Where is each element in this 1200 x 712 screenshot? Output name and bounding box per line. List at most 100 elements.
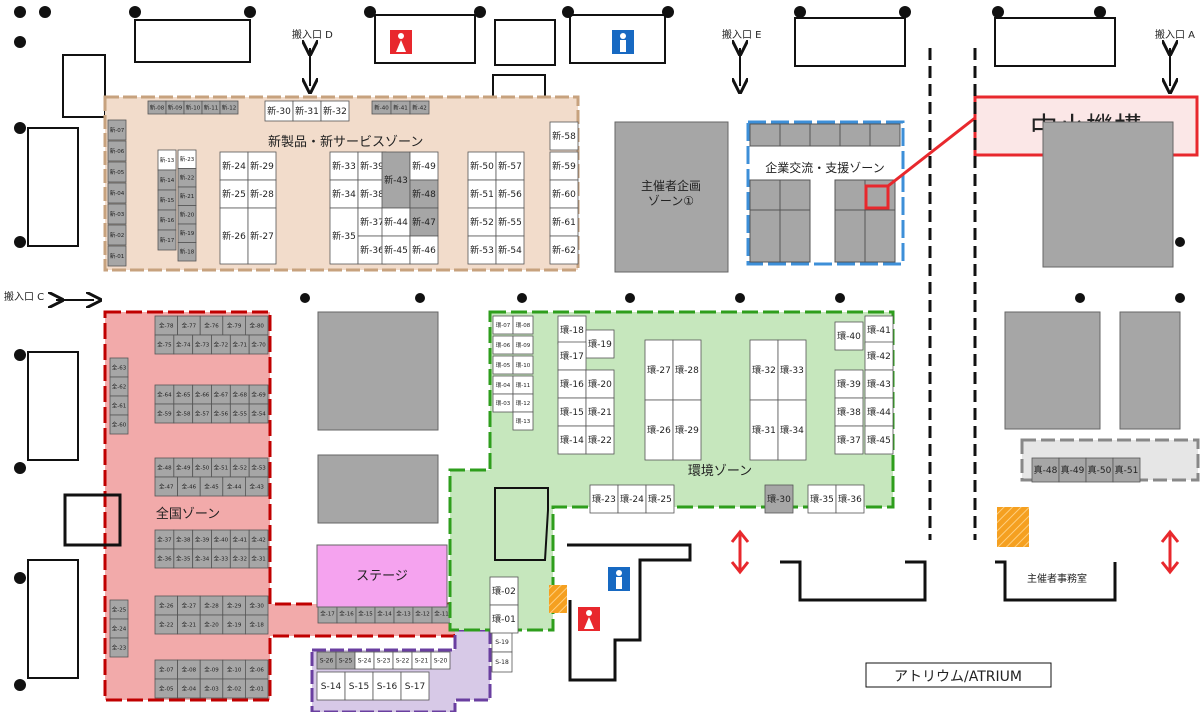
booth-label: 全-22 (159, 620, 173, 628)
booth-label: S-15 (349, 682, 369, 692)
booth[interactable] (107, 224, 127, 246)
booth[interactable] (585, 425, 615, 455)
booth[interactable] (1112, 457, 1141, 483)
booth[interactable] (244, 476, 269, 497)
booth[interactable] (585, 329, 615, 359)
booth[interactable] (777, 399, 807, 461)
booth[interactable] (467, 235, 497, 265)
booth[interactable] (495, 179, 525, 209)
booth[interactable] (672, 339, 702, 401)
booth[interactable] (357, 151, 387, 181)
booth[interactable] (549, 235, 579, 265)
booth[interactable] (381, 207, 411, 237)
booth[interactable] (219, 100, 239, 115)
booth[interactable] (409, 151, 439, 181)
booth[interactable] (107, 140, 127, 162)
booth[interactable] (835, 484, 865, 514)
booth[interactable] (645, 484, 675, 514)
booth[interactable] (409, 100, 430, 115)
booth[interactable] (489, 576, 519, 606)
booth[interactable] (248, 403, 269, 424)
booth[interactable] (585, 369, 615, 399)
booth-label: 全-04 (182, 684, 197, 692)
booth[interactable] (409, 235, 439, 265)
booth[interactable] (320, 100, 350, 122)
booth-label: 環-21 (588, 407, 612, 418)
booth[interactable] (557, 397, 587, 427)
booth[interactable] (409, 179, 439, 209)
chusho-booth-highlight[interactable] (864, 184, 890, 210)
booth[interactable] (491, 651, 513, 673)
booth[interactable] (109, 414, 129, 435)
booth[interactable] (109, 637, 129, 658)
booth[interactable] (157, 229, 177, 251)
booth[interactable] (557, 369, 587, 399)
booth-label: 全-32 (233, 554, 247, 562)
booth[interactable] (372, 671, 402, 701)
booth-label: 全-42 (251, 535, 265, 543)
booth[interactable] (248, 334, 269, 355)
booth[interactable] (749, 339, 779, 401)
booth[interactable] (177, 242, 197, 262)
booth[interactable] (672, 399, 702, 461)
booth-label: 新-25 (222, 188, 246, 200)
booth[interactable] (247, 151, 277, 181)
booth[interactable] (400, 671, 430, 701)
booth[interactable] (357, 179, 387, 209)
booth[interactable] (549, 121, 579, 151)
booth[interactable] (864, 315, 894, 345)
booth[interactable] (219, 151, 249, 181)
booth-label: 新-54 (498, 244, 522, 256)
booth-label: 全-13 (396, 609, 411, 617)
booth[interactable] (512, 315, 534, 335)
booth[interactable] (557, 315, 587, 345)
booth[interactable] (549, 207, 579, 237)
booth[interactable] (807, 484, 837, 514)
booth[interactable] (219, 207, 249, 265)
booth[interactable] (864, 425, 894, 455)
booth-label: S-18 (495, 659, 509, 666)
booth[interactable] (834, 321, 864, 351)
booth[interactable] (495, 151, 525, 181)
booth[interactable] (1058, 457, 1087, 483)
booth-label: 環-11 (516, 382, 530, 389)
booth[interactable] (512, 411, 534, 431)
booth[interactable] (512, 355, 534, 375)
booth-label: 新-24 (222, 160, 246, 172)
booth[interactable] (247, 179, 277, 209)
booth[interactable] (107, 119, 127, 141)
booth[interactable] (764, 484, 794, 514)
booth[interactable] (107, 161, 127, 183)
booth[interactable] (467, 179, 497, 209)
booth[interactable] (107, 245, 127, 267)
booth-label: 全-67 (214, 390, 229, 398)
booth[interactable] (248, 548, 269, 569)
booth[interactable] (244, 678, 269, 699)
booth[interactable] (409, 207, 439, 237)
booth[interactable] (549, 151, 579, 181)
booth[interactable] (495, 235, 525, 265)
booth[interactable] (107, 203, 127, 225)
booth-label: 環-31 (752, 425, 776, 436)
booth[interactable] (316, 671, 346, 701)
booth[interactable] (430, 651, 451, 670)
booth-label: 全-79 (227, 321, 242, 329)
booth[interactable] (344, 671, 374, 701)
booth[interactable] (107, 182, 127, 204)
booth[interactable] (381, 235, 411, 265)
booth[interactable] (864, 341, 894, 371)
booth[interactable] (512, 335, 534, 355)
booth[interactable] (557, 341, 587, 371)
booth[interactable] (219, 179, 249, 209)
booth-label: 環-39 (837, 379, 861, 390)
booth[interactable] (834, 425, 864, 455)
booth[interactable] (864, 369, 894, 399)
booth[interactable] (247, 207, 277, 265)
booth[interactable] (777, 339, 807, 401)
booth[interactable] (495, 207, 525, 237)
booth[interactable] (244, 614, 269, 635)
booth[interactable] (589, 484, 619, 514)
booth[interactable] (489, 604, 519, 634)
booth-label: 全-35 (176, 554, 191, 562)
booth[interactable] (467, 151, 497, 181)
